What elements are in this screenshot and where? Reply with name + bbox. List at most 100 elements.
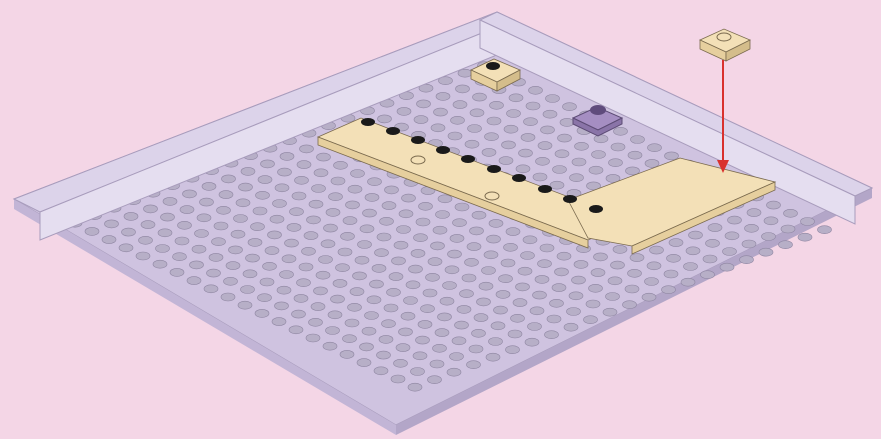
baseplate-stud [418,320,432,328]
baseplate-stud [519,149,533,157]
baseplate-stud [720,263,734,271]
baseplate-stud [423,289,437,297]
baseplate-stud [411,368,425,376]
baseplate-stud [141,221,155,229]
baseplate-stud [253,207,267,215]
dark-stud [461,155,475,163]
dark-stud [486,62,500,70]
baseplate-stud [175,237,189,245]
baseplate-stud [560,118,574,126]
baseplate-stud [265,247,279,255]
baseplate-stud [528,323,542,331]
baseplate-stud [144,205,158,213]
baseplate-stud [499,275,513,283]
baseplate-stud [540,244,554,252]
baseplate-stud [482,148,496,156]
baseplate-stud [613,245,627,253]
baseplate-stud [417,100,431,108]
baseplate-stud [304,232,318,240]
baseplate-stud [484,251,498,259]
baseplate-stud [516,165,530,173]
baseplate-stud [416,336,430,344]
baseplate-stud [521,133,535,141]
baseplate-stud [558,134,572,142]
baseplate-stud [435,329,449,337]
baseplate-stud [314,169,328,177]
baseplate-stud [462,274,476,282]
baseplate-stud [241,286,255,294]
baseplate-stud [316,271,330,279]
baseplate-stud [156,245,170,253]
baseplate-stud [380,217,394,225]
baseplate-stud [209,253,223,261]
baseplate-stud [759,248,773,256]
baseplate-stud [377,351,391,359]
dark-stud [512,174,526,182]
baseplate-stud [295,176,309,184]
baseplate-stud [226,262,240,270]
baseplate-stud [402,194,416,202]
baseplate-stud [533,291,547,299]
baseplate-stud [229,246,243,254]
baseplate-stud [603,308,617,316]
baseplate-stud [567,308,581,316]
baseplate-stud [404,297,418,305]
baseplate-stud [701,271,715,279]
baseplate-stud [370,280,384,288]
baseplate-stud [781,225,795,233]
baseplate-stud [572,158,586,166]
baseplate-stud [589,166,603,174]
baseplate-stud [477,298,491,306]
baseplate-stud [238,301,252,309]
baseplate-stud [502,141,516,149]
baseplate-stud [348,303,362,311]
baseplate-stud [725,232,739,240]
dark-stud [589,205,603,213]
baseplate-stud [326,208,340,216]
dark-stud [361,118,375,126]
baseplate-stud [302,247,316,255]
baseplate-stud [375,249,389,257]
baseplate-stud [351,170,365,178]
baseplate-stud [470,227,484,235]
baseplate-stud [530,307,544,315]
baseplate-stud [665,152,679,160]
baseplate-stud [592,151,606,159]
baseplate-stud [365,193,379,201]
baseplate-stud [285,239,299,247]
baseplate-stud [350,288,364,296]
baseplate-stud [277,286,291,294]
baseplate-stud [314,287,328,295]
baseplate-stud [547,315,561,323]
baseplate-stud [584,316,598,324]
baseplate-stud [469,345,483,353]
baseplate-stud [399,328,413,336]
baseplate-stud [611,261,625,269]
baseplate-stud [511,314,525,322]
baseplate-stud [453,219,467,227]
baseplate-stud [343,335,357,343]
baseplate-stud [345,319,359,327]
baseplate-stud [529,86,543,94]
baseplate-stud [217,206,231,214]
baseplate-stud [470,109,484,117]
baseplate-stud [222,175,236,183]
baseplate-stud [355,256,369,264]
baseplate-stud [367,296,381,304]
baseplate-stud [448,250,462,258]
baseplate-stud [261,160,275,168]
baseplate-stud [416,218,430,226]
baseplate-stud [231,230,245,238]
baseplate-stud [408,383,422,391]
dark-stud [386,127,400,135]
baseplate-stud [297,161,311,169]
baseplate-stud [396,344,410,352]
baseplate-stud [504,243,518,251]
baseplate-stud [650,246,664,254]
baseplate-stud [153,260,167,268]
baseplate-stud [326,327,340,335]
baseplate-stud [346,201,360,209]
baseplate-stud [570,174,584,182]
baseplate-stud [307,216,321,224]
baseplate-stud [187,277,201,285]
